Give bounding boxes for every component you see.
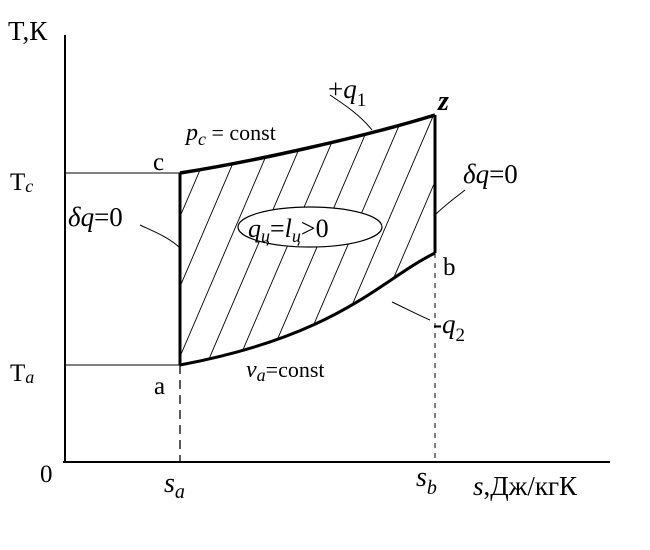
tc-tick-label: Tc [10, 169, 33, 196]
sb-tick-label: sb [416, 462, 437, 499]
adiabat-left-label: δq=0 [68, 202, 123, 232]
leader-adiabat-right [434, 189, 466, 216]
work-label: qц=lц>0 [248, 214, 329, 246]
isochore-ab [179, 251, 436, 367]
isobar-label: pc = const [184, 120, 276, 149]
sa-tick-label: sa [164, 468, 185, 503]
heat-in-label: +q1 [328, 74, 366, 111]
hatch-line [409, 115, 435, 365]
origin-label: 0 [40, 461, 53, 488]
y-axis-label: T,К [8, 16, 48, 46]
point-a-label: a [154, 373, 165, 400]
hatch-line [500, 100, 620, 380]
hatch-line [470, 100, 590, 380]
heat-out-label: -q2 [433, 309, 465, 346]
adiabat-right-label: δq=0 [463, 159, 518, 189]
x-axis-label: s,Дж/кгК [473, 471, 578, 501]
leader-heat-in [329, 94, 373, 131]
point-b-label: b [443, 254, 456, 281]
ta-tick-label: Ta [10, 360, 34, 387]
point-z-label: z [437, 86, 449, 117]
leader-heat-out [391, 301, 431, 321]
point-c-label: c [153, 149, 164, 176]
leader-adiabat-left [139, 224, 181, 249]
isochore-label: va=const [246, 357, 325, 385]
isobar-cz [179, 113, 436, 175]
work-ellipse [237, 206, 383, 248]
